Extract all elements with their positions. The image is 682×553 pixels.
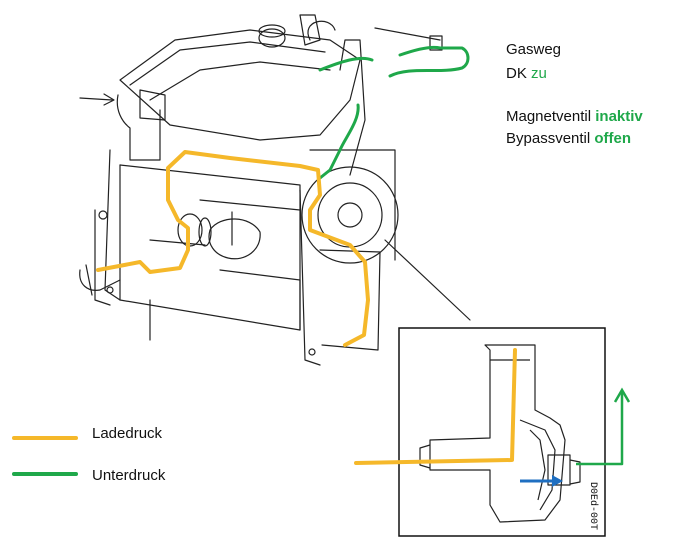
magnet-valve-status: Magnetventil inaktiv — [506, 108, 643, 126]
vacuum-arrow-head — [613, 387, 631, 403]
legend-label-vacuum: Unterdruck — [92, 467, 166, 484]
legend-swatches — [12, 436, 78, 476]
part-code: D0Ed-00T — [587, 482, 598, 531]
gas-status-label: Gasweg — [506, 41, 562, 58]
bypass-valve-value: offen — [594, 130, 632, 147]
inset-frame — [398, 327, 606, 537]
vacuum-line-group — [318, 45, 470, 180]
vacuum-line-1 — [318, 56, 374, 72]
throttle-value: zu — [531, 65, 547, 82]
bypass-valve-status: Bypassventil offen — [506, 130, 631, 148]
flow-arrow-head — [552, 475, 563, 487]
vacuum-line-3 — [318, 103, 360, 180]
vacuum-line-2 — [388, 45, 470, 78]
legend-label-boost: Ladedruck — [92, 425, 163, 442]
vacuum-arrow — [576, 392, 624, 466]
boost-line-group — [96, 150, 370, 347]
magnet-valve-label: Magnetventil — [506, 108, 592, 125]
throttle-status: DK zu — [506, 65, 547, 83]
magnet-valve-value: inaktiv — [595, 108, 643, 125]
boost-line-valve — [354, 348, 517, 465]
throttle-label: DK — [506, 65, 527, 82]
boost-line-engine — [96, 150, 370, 347]
bypass-valve-label: Bypassventil — [506, 130, 591, 147]
